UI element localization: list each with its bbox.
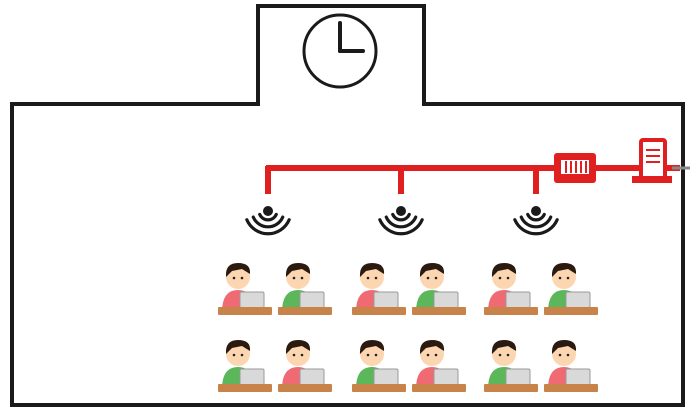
student-icon	[218, 340, 272, 392]
wifi-icon	[513, 206, 559, 236]
network-lines	[265, 165, 690, 194]
server-icon	[632, 138, 672, 183]
student-icon	[544, 340, 598, 392]
student-icon	[218, 263, 272, 315]
student-icon	[278, 340, 332, 392]
student-icon	[484, 263, 538, 315]
student-icon	[412, 340, 466, 392]
switch-icon	[554, 153, 596, 183]
student-icon	[278, 263, 332, 315]
student-icon	[352, 340, 406, 392]
student-icon	[544, 263, 598, 315]
student-icon	[484, 340, 538, 392]
access-points	[245, 206, 559, 236]
student-icon	[412, 263, 466, 315]
students-group	[218, 263, 598, 392]
wifi-icon	[378, 206, 424, 236]
wifi-icon	[245, 206, 291, 236]
clock-icon	[302, 13, 378, 89]
student-icon	[352, 263, 406, 315]
